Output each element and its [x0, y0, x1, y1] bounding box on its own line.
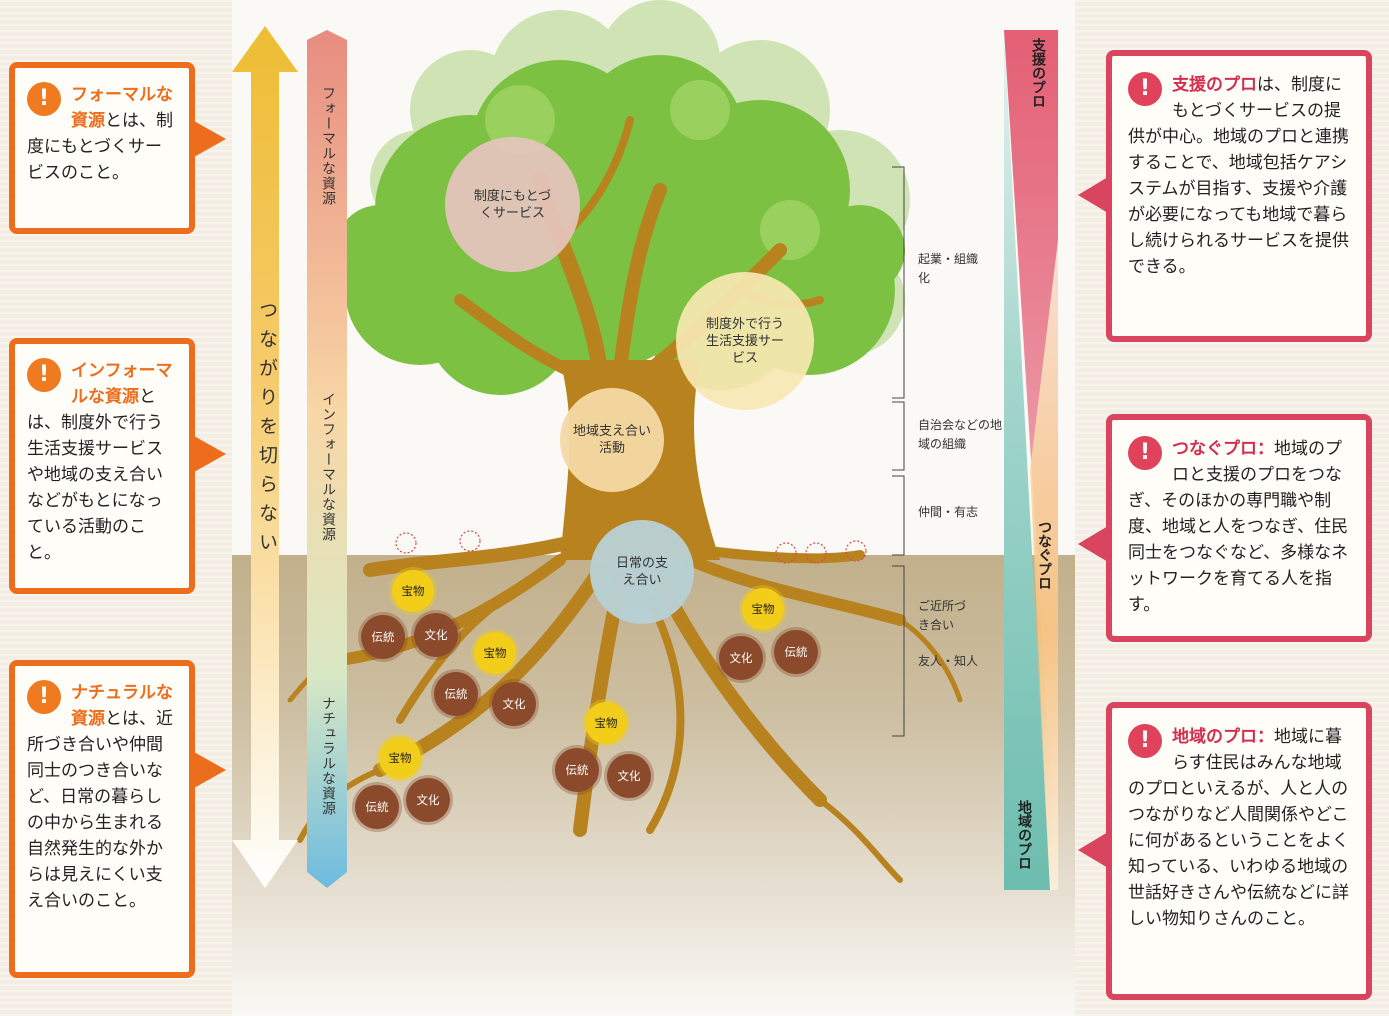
callout-text: とは、近所づき合いや仲間同士のつき合いなど、日常の暮らしの中から生まれる自然発生…: [27, 709, 173, 911]
chip-tradition: 伝統: [555, 748, 599, 792]
callout-formal: ! フォーマルな資源とは、制度にもとづくサービスのこと。: [9, 62, 195, 234]
callout-highlight: ナチュラルな資源: [71, 683, 173, 729]
connection-arrow: [232, 26, 298, 888]
callout-text: とは、制度にもとづくサービスのこと。: [27, 111, 173, 183]
bar-label-informal: インフォーマルな資源: [320, 392, 336, 542]
callout-highlight: インフォーマルな資源: [71, 361, 173, 407]
callout-highlight: 地域のプロ：: [1172, 727, 1274, 747]
chip-treasure: 宝物: [474, 632, 516, 674]
resource-bar: [307, 30, 347, 888]
circle-seido: 制度にもとづくサービス: [445, 137, 580, 272]
exclamation-icon: !: [27, 680, 61, 714]
chip-culture: 文化: [414, 613, 458, 657]
chip-tradition: 伝統: [361, 615, 405, 659]
chip-treasure: 宝物: [379, 737, 421, 779]
callout-tail: [194, 752, 226, 788]
callout-tsunagu-pro: ! つなぐプロ：地域のプロと支援のプロをつなぎ、そのほかの専門職や制度、地域と人…: [1106, 414, 1372, 642]
callout-text: とは、制度外で行う生活支援サービスや地域の支え合いなどがもとになっている活動のこ…: [27, 387, 163, 563]
sprout-markers: [395, 530, 867, 564]
exclamation-icon: !: [1128, 436, 1162, 470]
chip-tradition: 伝統: [774, 630, 818, 674]
exclamation-icon: !: [1128, 724, 1162, 758]
side-label-kinjo: ご近所づき合い: [918, 599, 967, 632]
roots: [287, 533, 963, 883]
callout-tail: [194, 121, 226, 157]
chip-culture: 文化: [607, 754, 651, 798]
pro-wedge-teal: [1004, 30, 1050, 890]
chip-culture: 文化: [719, 636, 763, 680]
exclamation-icon: !: [27, 358, 61, 392]
callout-tail: [1078, 832, 1108, 868]
pro-label-tsunagu: つなぐプロ: [1036, 520, 1052, 590]
callout-highlight: フォーマルな資源: [71, 85, 173, 131]
side-label-yujin: 友人・知人: [918, 654, 979, 668]
pro-label-shien: 支援のプロ: [1030, 38, 1046, 108]
side-label-nakama: 仲間・有志: [918, 505, 979, 519]
chip-treasure: 宝物: [585, 702, 627, 744]
callout-tail: [1078, 177, 1108, 213]
pro-label-chiiki: 地域のプロ: [1016, 800, 1032, 870]
chip-culture: 文化: [492, 682, 536, 726]
exclamation-icon: !: [1128, 72, 1162, 106]
side-label-kigyo: 起業・組織化: [918, 252, 979, 285]
exclamation-icon: !: [27, 82, 61, 116]
callout-text: 地域に暮らす住民はみんな地域のプロといえるが、人と人のつながりなど人間関係やどこ…: [1128, 727, 1349, 929]
callout-tail: [1078, 526, 1108, 562]
callout-shien-pro: ! 支援のプロは、制度にもとづくサービスの提供が中心。地域のプロと連携することで…: [1106, 50, 1372, 342]
circle-chiiki: 地域支え合い活動: [560, 388, 664, 492]
chip-tradition: 伝統: [355, 785, 399, 829]
bar-label-formal: フォーマルな資源: [320, 86, 336, 206]
callout-chiiki-pro: ! 地域のプロ：地域に暮らす住民はみんな地域のプロといえるが、人と人のつながりな…: [1106, 702, 1372, 1000]
callout-highlight: つなぐプロ：: [1172, 439, 1274, 459]
level-brackets: [892, 166, 905, 737]
bar-label-natural: ナチュラルな資源: [320, 696, 336, 816]
callout-tail: [194, 436, 226, 472]
chip-treasure: 宝物: [742, 588, 784, 630]
callout-text: は、制度にもとづくサービスの提供が中心。地域のプロと連携することで、地域包括ケア…: [1128, 75, 1349, 277]
chip-culture: 文化: [406, 778, 450, 822]
chip-treasure: 宝物: [392, 570, 434, 612]
pro-wedge-orange: [1030, 240, 1058, 890]
callout-informal: ! インフォーマルな資源とは、制度外で行う生活支援サービスや地域の支え合いなどが…: [9, 338, 195, 594]
circle-seikatsu: 制度外で行う生活支援サービス: [676, 272, 814, 410]
callout-natural: ! ナチュラルな資源とは、近所づき合いや仲間同士のつき合いなど、日常の暮らしの中…: [9, 660, 195, 978]
circle-nichijo: 日常の支え合い: [590, 520, 694, 624]
chip-tradition: 伝統: [434, 672, 478, 716]
arrow-label: つながりを切らない: [256, 300, 278, 561]
callout-text: 地域のプロと支援のプロをつなぎ、そのほかの専門職や制度、地域と人をつなぎ、住民同…: [1128, 439, 1349, 615]
side-label-jichikai: 自治会などの地域の組織: [918, 418, 1003, 451]
callout-highlight: 支援のプロ: [1172, 75, 1257, 95]
